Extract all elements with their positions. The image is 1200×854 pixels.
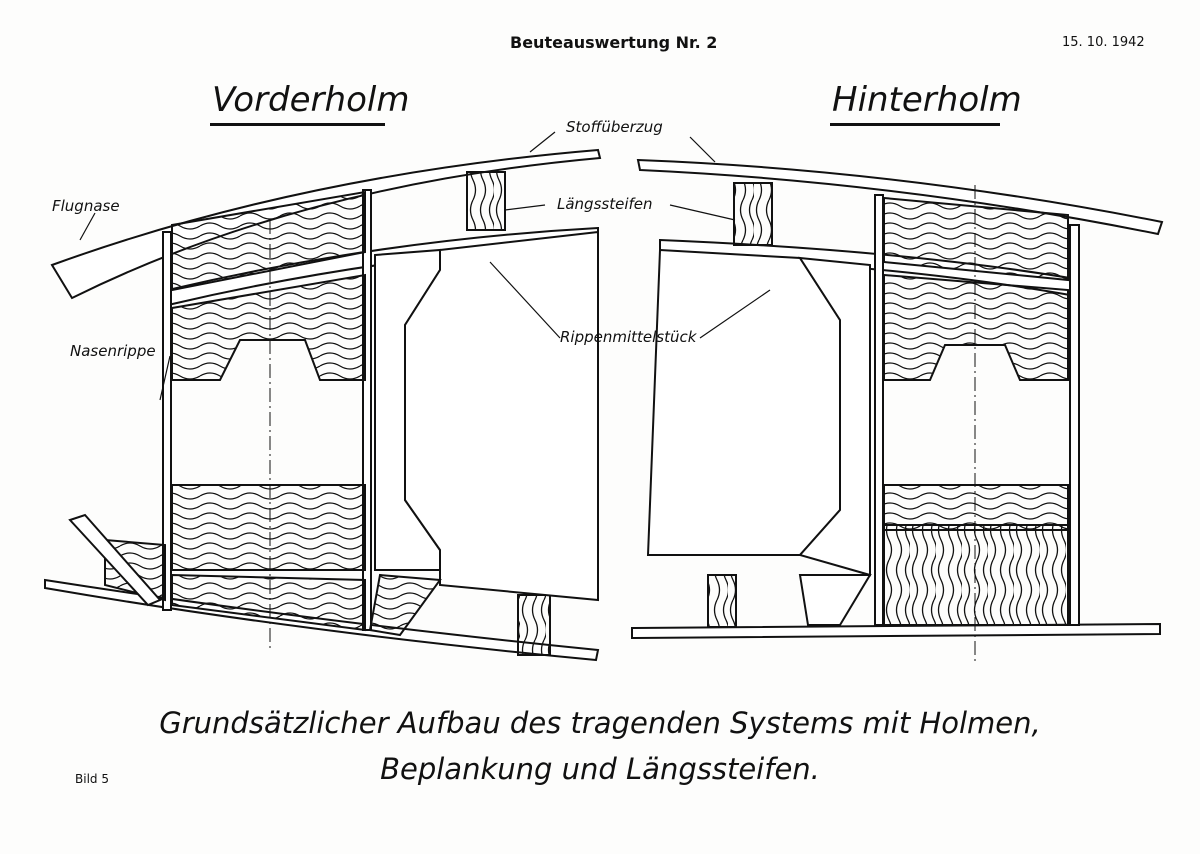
rib-center-piece-right: [646, 248, 841, 556]
front-spar-assembly: [44, 148, 602, 662]
right-title-underline: [830, 123, 1000, 126]
document-header-title: Beuteauswertung Nr. 2: [510, 33, 718, 52]
figure-number: Bild 5: [75, 772, 109, 786]
left-section-title: Vorderholm: [212, 80, 410, 120]
label-nose-rib: Nasenrippe: [70, 342, 156, 360]
document-date: 15. 10. 1942: [1062, 35, 1145, 50]
left-title-underline: [210, 123, 385, 126]
rear-spar-bottom-flange: [883, 484, 1069, 531]
leader-lines: [79, 131, 771, 401]
front-spar-top-flange: [171, 190, 366, 292]
rear-spar-web: [1069, 224, 1080, 626]
caption-line-1: Grundsätzlicher Aufbau des tragenden Sys…: [159, 706, 1041, 740]
upper-skin-right: [636, 158, 1164, 236]
rear-spar-assembly: [631, 158, 1164, 665]
front-spar-web: [162, 231, 172, 611]
stringer-right: [733, 182, 773, 246]
front-spar-bottom-flange: [171, 484, 366, 571]
rear-spar-top-flange: [883, 196, 1069, 282]
label-stringer: Längssteifen: [557, 195, 653, 213]
right-section-title: Hinterholm: [832, 80, 1022, 120]
caption-line-2: Beplankung und Längssteifen.: [380, 752, 820, 786]
label-rib-center-piece: Rippenmittelstück: [560, 328, 698, 346]
label-leading-edge: Flugnase: [52, 197, 120, 215]
label-fabric-covering: Stoffüberzug: [566, 118, 663, 136]
stringer-left: [466, 171, 506, 231]
